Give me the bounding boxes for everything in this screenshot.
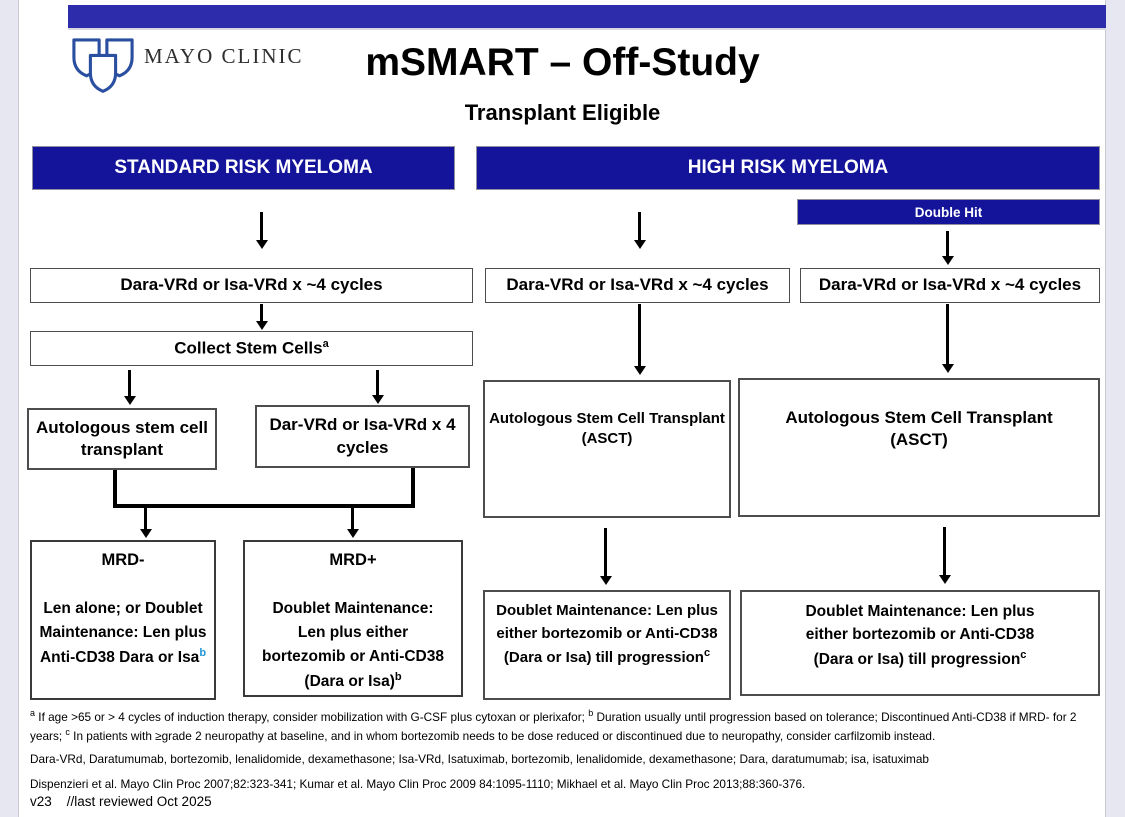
footnote-a-text: If age >65 or > 4 cycles of induction th… <box>35 709 589 724</box>
induction-box-standard: Dara-VRd or Isa-VRd x ~4 cycles <box>30 268 473 303</box>
arrow-down <box>255 304 268 330</box>
arrow-down <box>938 527 951 584</box>
arrow-down <box>633 212 646 249</box>
arrow-down <box>371 370 384 404</box>
mrd-positive-box: MRD+ Doublet Maintenance: Len plus eithe… <box>243 540 463 697</box>
arrow-down <box>139 507 152 538</box>
maintenance-box-high-risk: Doublet Maintenance: Len plus either bor… <box>483 590 731 700</box>
arrow-down <box>633 304 646 375</box>
brand-name: MAYO CLINIC <box>144 44 304 68</box>
collect-stem-cells-box: Collect Stem Cellsa <box>30 331 473 366</box>
mrd-negative-title: MRD- <box>101 551 145 569</box>
footnote-marker-c: c <box>1020 648 1027 661</box>
footnote-marker-a: a <box>30 708 36 718</box>
footnote-b-text: Duration usually until progression based… <box>30 709 1077 743</box>
arrow-down <box>123 370 136 405</box>
mrd-negative-body: Len alone; or Doublet Maintenance: Len p… <box>39 600 207 667</box>
top-accent-bar <box>68 5 1106 30</box>
connector-line <box>411 468 415 508</box>
page-subtitle: Transplant Eligible <box>464 100 661 125</box>
extra-cycles-label: Dar-VRd or Isa-VRd x 4 cycles <box>269 415 456 457</box>
arrow-down <box>346 507 359 538</box>
footnote-marker-b: b <box>588 708 594 718</box>
asct-box-high-risk: Autologous Stem Cell Transplant (ASCT) <box>483 380 731 518</box>
asct-label: Autologous Stem Cell Transplant (ASCT) <box>489 410 725 447</box>
connector-line <box>113 504 415 508</box>
footnote-marker-c: c <box>65 727 70 738</box>
page-title: mSMART – Off-Study <box>365 41 760 84</box>
maintenance-label: Doublet Maintenance: Len plus either bor… <box>805 603 1035 668</box>
high-risk-header: HIGH RISK MYELOMA <box>476 146 1100 190</box>
footnote-c-text: In patients with ≥grade 2 neuropathy at … <box>69 728 936 743</box>
references-line: Dispenzieri et al. Mayo Clin Proc 2007;8… <box>30 777 806 791</box>
arrow-down <box>941 304 954 373</box>
asct-label: Autologous Stem Cell Transplant (ASCT) <box>785 408 1053 450</box>
autologous-transplant-label: Autologous stem cell transplant <box>36 417 208 459</box>
standard-risk-header: STANDARD RISK MYELOMA <box>32 146 455 190</box>
induction-box-double-hit: Dara-VRd or Isa-VRd x ~4 cycles <box>800 268 1100 303</box>
induction-box-high-risk: Dara-VRd or Isa-VRd x ~4 cycles <box>485 268 790 303</box>
maintenance-box-double-hit: Doublet Maintenance: Len plus either bor… <box>740 590 1100 696</box>
asct-box-double-hit: Autologous Stem Cell Transplant (ASCT) <box>738 378 1100 517</box>
footnote-marker-a: a <box>322 338 329 351</box>
extra-cycles-box: Dar-VRd or Isa-VRd x 4 cycles <box>255 405 470 468</box>
version-line: v23 //last reviewed Oct 2025 <box>30 794 212 809</box>
footnote-marker-c: c <box>703 647 711 659</box>
arrow-down <box>941 231 954 265</box>
footnote-marker-b: b <box>199 647 207 660</box>
arrow-down <box>599 528 612 585</box>
double-hit-header: Double Hit <box>797 199 1100 225</box>
mrd-negative-box: MRD- Len alone; or Doublet Maintenance: … <box>30 540 216 700</box>
connector-line <box>113 470 117 508</box>
footnote-marker-b: b <box>394 671 402 684</box>
mrd-positive-body: Doublet Maintenance: Len plus either bor… <box>262 600 444 691</box>
autologous-transplant-box: Autologous stem cell transplant <box>27 408 217 470</box>
mrd-positive-title: MRD+ <box>329 551 377 569</box>
collect-stem-cells-label: Collect Stem Cells <box>174 338 323 358</box>
arrow-down <box>255 212 268 249</box>
abbreviations-line: Dara-VRd, Daratumumab, bortezomib, lenal… <box>30 752 929 766</box>
footnotes-paragraph: a If age >65 or > 4 cycles of induction … <box>30 707 1096 745</box>
maintenance-label: Doublet Maintenance: Len plus either bor… <box>496 602 718 666</box>
mayo-clinic-shields-icon <box>71 37 135 108</box>
